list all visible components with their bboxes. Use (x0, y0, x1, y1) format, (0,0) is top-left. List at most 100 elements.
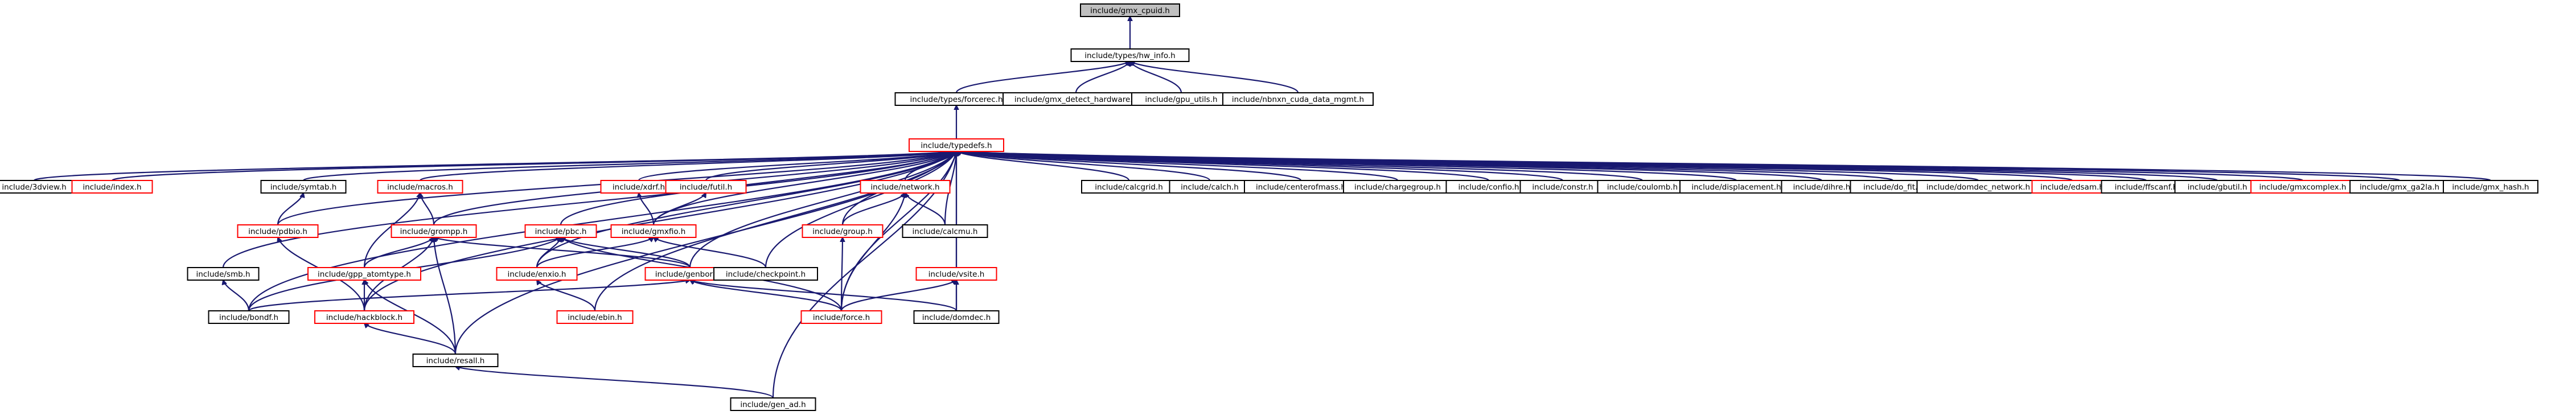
graph-node-centerofmass[interactable]: include/centerofmass.h (1244, 180, 1358, 194)
graph-node-gen-ad[interactable]: include/gen_ad.h (730, 397, 816, 411)
graph-node-force[interactable]: include/force.h (800, 310, 882, 324)
node-box (377, 180, 463, 194)
graph-node-genborn[interactable]: include/genborn.h (644, 267, 736, 281)
node-label: include/confio.h (1458, 183, 1519, 192)
graph-node-gpu-utils[interactable]: include/gpu_utils.h (1131, 92, 1231, 106)
graph-node-bondf[interactable]: include/bondf.h (208, 310, 290, 324)
edge-nbnxn-cuda-to-hw-info (1130, 61, 1299, 93)
node-box (902, 224, 988, 238)
edge-bondf-to-genborn (248, 280, 690, 312)
node-label: include/domdec_network.h (1926, 183, 2030, 192)
node-label: include/genborn.h (655, 270, 725, 279)
graph-node-checkpoint[interactable]: include/checkpoint.h (713, 267, 818, 281)
graph-node-xdrf[interactable]: include/xdrf.h (600, 180, 677, 194)
graph-node-ebin[interactable]: include/ebin.h (556, 310, 634, 324)
graph-node-3dview[interactable]: include/3dview.h (0, 180, 77, 194)
edge-gen-ad-to-resall (455, 367, 774, 399)
edge-force-to-genborn (690, 280, 843, 311)
graph-node-smb[interactable]: include/smb.h (187, 267, 260, 281)
node-box (208, 310, 290, 324)
graph-node-calch[interactable]: include/calch.h (1169, 180, 1251, 194)
edge-genborn-to-gromppp (434, 237, 691, 268)
graph-node-dihre[interactable]: include/dihre.h (1781, 180, 1863, 194)
graph-node-calcgrid[interactable]: include/calcgrid.h (1081, 180, 1177, 194)
node-label: include/constr.h (1532, 183, 1593, 192)
edge-domdec-to-genborn (690, 280, 958, 311)
graph-node-gromppp[interactable]: include/grompp.h (391, 224, 477, 238)
edge-force-to-network (840, 193, 905, 311)
node-label: include/grompp.h (400, 227, 468, 236)
graph-node-hackblock[interactable]: include/hackblock.h (314, 310, 414, 324)
graph-node-index[interactable]: include/index.h (71, 180, 153, 194)
graph-node-symtab[interactable]: include/symtab.h (260, 180, 347, 194)
node-label: include/macros.h (387, 183, 453, 192)
node-label: include/calcmu.h (913, 227, 978, 236)
graph-node-resall[interactable]: include/resall.h (412, 354, 499, 367)
graph-node-gbutil[interactable]: include/gbutil.h (2174, 180, 2261, 194)
graph-node-do-fit[interactable]: include/do_fit.h (1850, 180, 1936, 194)
edge-futil-to-typedefs (705, 151, 956, 182)
graph-node-gpp-atomtype[interactable]: include/gpp_atomtype.h (307, 267, 421, 281)
node-box (187, 267, 260, 281)
graph-node-gmx-ga2la[interactable]: include/gmx_ga2la.h (2349, 180, 2450, 194)
node-label: include/do_fit.h (1863, 183, 1922, 192)
graph-node-gmxcomplex[interactable]: include/gmxcomplex.h (2250, 180, 2355, 194)
graph-node-group[interactable]: include/group.h (802, 224, 884, 238)
graph-node-domdec[interactable]: include/domdec.h (913, 310, 1000, 324)
node-label: include/pbc.h (535, 227, 587, 236)
graph-node-hw-info[interactable]: include/types/hw_info.h (1070, 48, 1190, 62)
node-box (556, 310, 634, 324)
graph-node-ffscanf[interactable]: include/ffscanf.h (2101, 180, 2192, 194)
graph-node-calcmu[interactable]: include/calcmu.h (902, 224, 988, 238)
graph-node-pdbio[interactable]: include/pdbio.h (237, 224, 319, 238)
node-label: include/ebin.h (568, 313, 622, 322)
graph-node-futil[interactable]: include/futil.h (665, 180, 747, 194)
graph-node-chargegroup[interactable]: include/chargegroup.h (1343, 180, 1452, 194)
node-box (610, 224, 697, 238)
node-label: include/gmxfio.h (622, 227, 686, 236)
edge-gpp-atomtype-to-gromppp (363, 237, 434, 268)
edge-pdbio-to-symtab (277, 193, 303, 225)
node-label: include/gpu_utils.h (1145, 95, 1217, 104)
edge-pdbio-to-typedefs (277, 151, 956, 225)
node-label: include/bondf.h (219, 313, 278, 322)
edge-resall-to-hackblock (364, 323, 457, 355)
node-box (1070, 48, 1190, 62)
node-box (260, 180, 347, 194)
node-box (314, 310, 414, 324)
graph-node-gmxfio2[interactable]: include/gmxfio.h (610, 224, 697, 238)
graph-node-macros[interactable]: include/macros.h (377, 180, 463, 194)
node-box (307, 267, 421, 281)
edge-forcerec-to-hw-info (955, 61, 1130, 93)
graph-node-gmx-cpuid[interactable]: include/gmx_cpuid.h (1080, 3, 1180, 17)
graph-node-gmx-hash[interactable]: include/gmx_hash.h (2443, 180, 2538, 194)
node-box (71, 180, 153, 194)
graph-node-constr[interactable]: include/constr.h (1519, 180, 1606, 194)
graph-node-typedefs[interactable]: include/typedefs.h (909, 138, 1004, 152)
node-label: include/hackblock.h (326, 313, 402, 322)
node-label: include/checkpoint.h (726, 270, 806, 279)
graph-node-displacement[interactable]: include/displacement.h (1679, 180, 1793, 194)
node-label: include/edsam.h (2040, 183, 2104, 192)
graph-node-coulomb[interactable]: include/coulomb.h (1597, 180, 1688, 194)
graph-node-nbnxn-cuda[interactable]: include/nbnxn_cuda_data_mgmt.h (1222, 92, 1374, 106)
graph-node-network[interactable]: include/network.h (860, 180, 951, 194)
edge-genborn-to-pbc (561, 237, 691, 268)
node-label: include/nbnxn_cuda_data_mgmt.h (1232, 95, 1364, 104)
node-box (909, 138, 1004, 152)
graph-node-enxio[interactable]: include/enxio.h (496, 267, 578, 281)
node-label: include/gmx_detect_hardware.h (1014, 95, 1137, 104)
edge-xdrf-to-typedefs (638, 151, 956, 182)
graph-node-pbc[interactable]: include/pbc.h (524, 224, 597, 238)
graph-node-vsite[interactable]: include/vsite.h (915, 267, 997, 281)
graph-node-gmx-detect-hardware[interactable]: include/gmx_detect_hardware.h (1003, 92, 1149, 106)
node-box (1080, 3, 1180, 17)
node-label: include/pdbio.h (248, 227, 307, 236)
graph-node-domdec-network[interactable]: include/domdec_network.h (1916, 180, 2040, 194)
graph-node-edsam[interactable]: include/edsam.h (2031, 180, 2113, 194)
graph-node-forcerec[interactable]: include/types/forcerec.h (894, 92, 1018, 106)
node-box (237, 224, 319, 238)
edge-gmx-hash-to-typedefs (956, 151, 2492, 182)
edge-bondf-to-smb (223, 280, 250, 311)
graph-node-confio[interactable]: include/confio.h (1445, 180, 1532, 194)
